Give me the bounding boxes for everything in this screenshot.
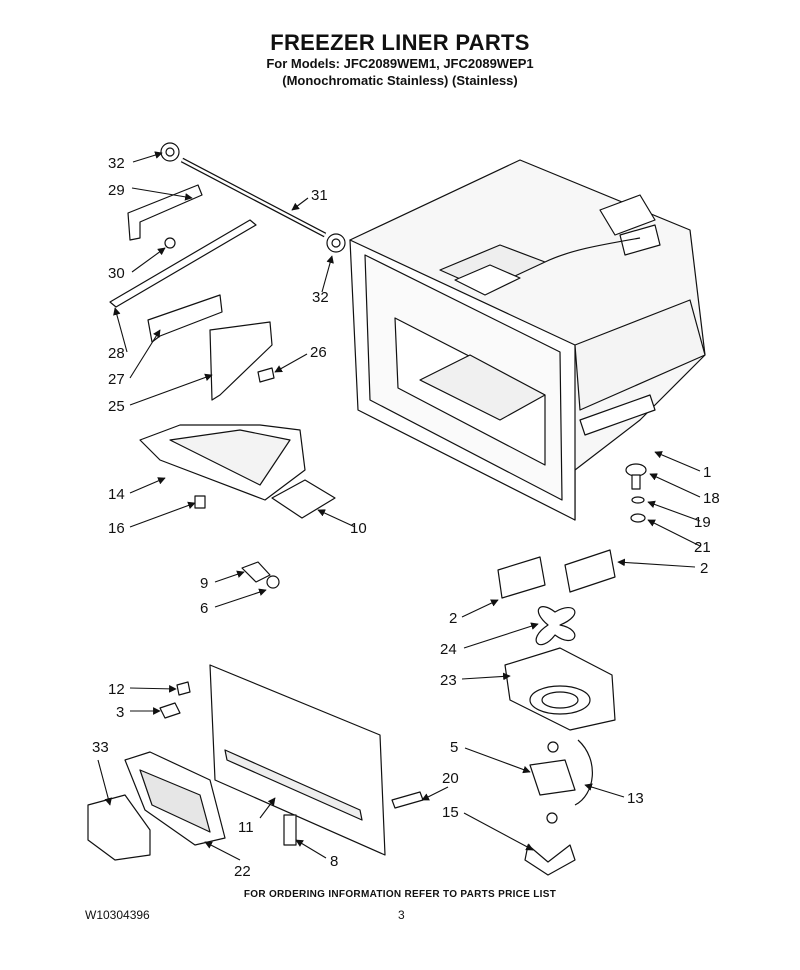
ordering-note: FOR ORDERING INFORMATION REFER TO PARTS … bbox=[243, 889, 557, 900]
lower-bracket-part bbox=[147, 294, 223, 343]
callout-21: 21 bbox=[694, 539, 711, 556]
callout-2: 2 bbox=[700, 560, 708, 577]
callout-5: 5 bbox=[450, 739, 458, 756]
callout-23: 23 bbox=[440, 672, 457, 689]
vent-cover-part bbox=[87, 794, 151, 861]
callout-31: 31 bbox=[311, 187, 328, 204]
callout-33: 33 bbox=[92, 739, 109, 756]
motor-bracket-part bbox=[524, 844, 576, 876]
gear-part bbox=[160, 142, 346, 253]
callout-18: 18 bbox=[703, 490, 720, 507]
callout-15: 15 bbox=[442, 804, 459, 821]
callout-2: 2 bbox=[449, 610, 457, 627]
spacer-part bbox=[631, 496, 645, 504]
callout-10: 10 bbox=[350, 520, 367, 537]
callout-14: 14 bbox=[108, 486, 125, 503]
page-number: 3 bbox=[398, 908, 405, 922]
side-bracket-part bbox=[209, 321, 273, 401]
callout-16: 16 bbox=[108, 520, 125, 537]
callout-32: 32 bbox=[108, 155, 125, 172]
callout-27: 27 bbox=[108, 371, 125, 388]
callout-12: 12 bbox=[108, 681, 125, 698]
fan-motor-part bbox=[529, 759, 576, 796]
callout-26: 26 bbox=[310, 344, 327, 361]
callout-29: 29 bbox=[108, 182, 125, 199]
callout-22: 22 bbox=[234, 863, 251, 880]
insulation-pad-part bbox=[564, 549, 616, 593]
callout-20: 20 bbox=[442, 770, 459, 787]
slide-rail-part bbox=[109, 219, 257, 308]
callout-24: 24 bbox=[440, 641, 457, 658]
harness-part bbox=[574, 739, 593, 806]
model-numbers: For Models: JFC2089WEM1, JFC2089WEP1 bbox=[266, 56, 534, 71]
freezer-liner-part bbox=[349, 159, 706, 521]
bulb-part bbox=[241, 561, 271, 583]
insulation-pad-part bbox=[497, 556, 546, 599]
callout-9: 9 bbox=[200, 575, 208, 592]
document-number: W10304396 bbox=[85, 908, 150, 922]
callout-28: 28 bbox=[108, 345, 125, 362]
callout-19: 19 bbox=[694, 514, 711, 531]
callout-3: 3 bbox=[116, 704, 124, 721]
grommet-part bbox=[630, 513, 646, 523]
callout-32: 32 bbox=[312, 289, 329, 306]
callout-6: 6 bbox=[200, 600, 208, 617]
callout-25: 25 bbox=[108, 398, 125, 415]
model-finishes: (Monochromatic Stainless) (Stainless) bbox=[282, 73, 518, 88]
callout-30: 30 bbox=[108, 265, 125, 282]
screw-part bbox=[176, 681, 191, 696]
damper-part bbox=[625, 463, 647, 477]
callout-1: 1 bbox=[703, 464, 711, 481]
fan-blade-part bbox=[535, 606, 576, 646]
slide-bracket-part bbox=[127, 184, 203, 241]
clip-part bbox=[194, 495, 206, 509]
thermistor-part bbox=[283, 814, 297, 846]
socket-part bbox=[266, 575, 280, 589]
page-title: FREEZER LINER PARTS bbox=[270, 30, 530, 55]
callout-13: 13 bbox=[627, 790, 644, 807]
gasket-part bbox=[271, 479, 336, 519]
callout-8: 8 bbox=[330, 853, 338, 870]
foam-strip-part bbox=[391, 791, 424, 809]
retainer-part bbox=[159, 702, 181, 719]
callout-11: 11 bbox=[238, 819, 254, 836]
